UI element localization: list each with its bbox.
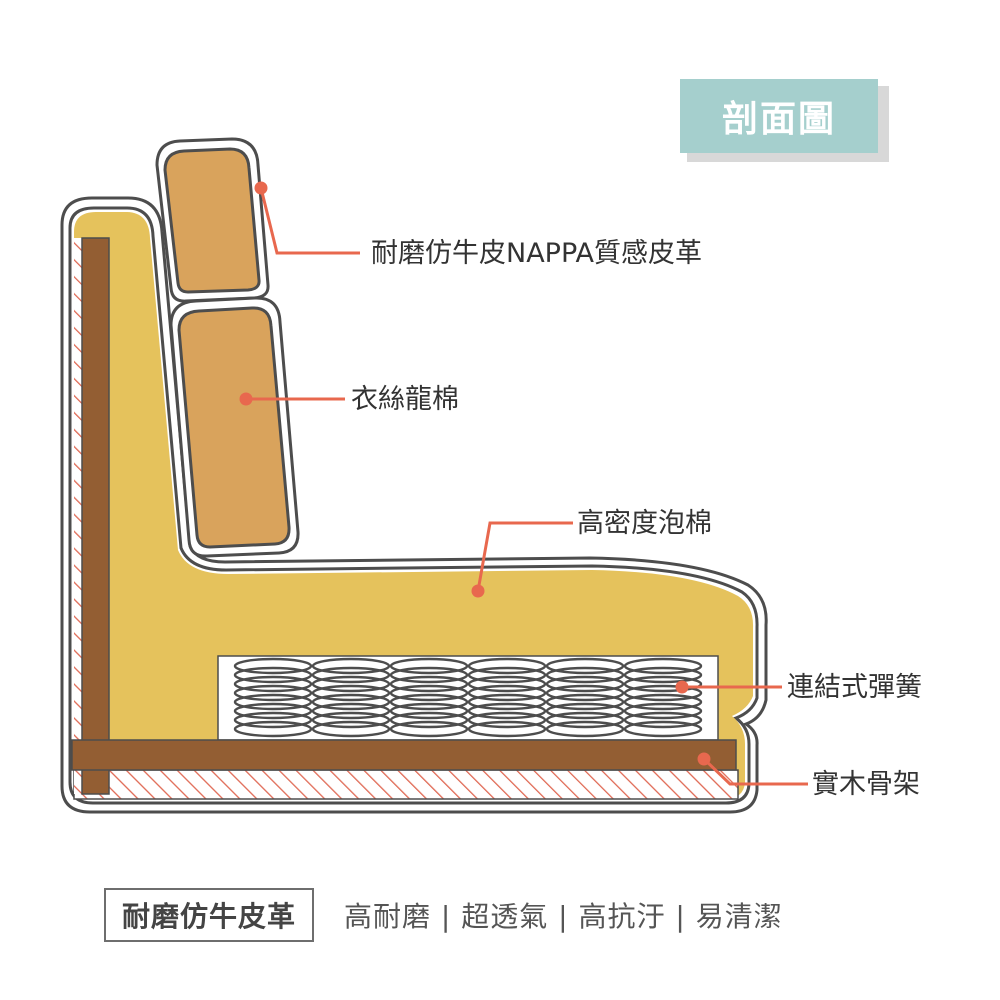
spring-coil [467,657,547,738]
leader-lines [246,187,808,786]
base-wood-board [71,739,737,771]
spring-coil [233,657,313,738]
label-leather: 耐磨仿牛皮NAPPA質感皮革 [371,238,702,269]
title-badge: 剖面圖 [680,79,889,162]
spring-coil [311,657,391,738]
foam-dot [471,584,485,598]
foam-body [74,212,754,799]
leather-leader [259,187,360,255]
frame-leader [702,757,808,786]
back-hatch [74,238,82,794]
material-badge: 耐磨仿牛皮革 [104,888,315,942]
spring-dot [675,680,689,694]
label-spring: 連結式彈簧 [787,672,922,703]
base-hatch [73,769,739,800]
footer: 耐磨仿牛皮革 高耐磨 | 超透氣 | 高抗汙 | 易清潔 [104,886,783,944]
feature-list: 高耐磨 | 超透氣 | 高抗汙 | 易清潔 [344,900,783,933]
spring-coil [545,657,625,738]
label-foam: 高密度泡棉 [577,508,712,539]
top-back-cushion [155,137,270,303]
title-badge-text: 剖面圖 [722,99,836,140]
label-frame: 實木骨架 [812,769,920,800]
leather-dot [254,181,268,195]
leader-dots [239,181,711,766]
fiber-dot [239,392,253,406]
spring-coil [623,657,703,738]
spring-coils [233,657,703,738]
foam-leader [476,521,573,592]
spring-coil [389,657,469,738]
frame-dot [697,752,711,766]
bottom-back-cushion [169,296,300,558]
label-fiber: 衣絲龍棉 [351,384,459,415]
back-wood-post [81,237,110,795]
